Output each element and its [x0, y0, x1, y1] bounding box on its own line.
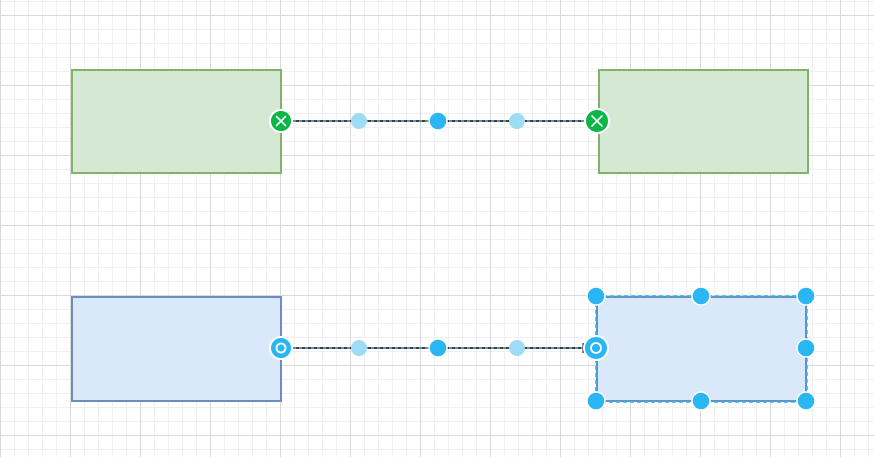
green-rect-left[interactable] — [71, 69, 282, 174]
resize-handle-icon[interactable] — [691, 391, 711, 411]
resize-handle-icon[interactable] — [586, 391, 606, 411]
blue-rect-left[interactable] — [71, 296, 282, 402]
o-ring-icon[interactable] — [269, 336, 293, 360]
dot-handle-icon[interactable] — [428, 338, 448, 358]
x-circle-icon[interactable] — [269, 109, 293, 133]
dot-handle-icon[interactable] — [428, 111, 448, 131]
resize-handle-icon[interactable] — [691, 286, 711, 306]
dot-handle-icon[interactable] — [351, 340, 367, 356]
o-ring-icon[interactable] — [583, 335, 609, 361]
x-circle-icon[interactable] — [584, 108, 610, 134]
resize-handle-icon[interactable] — [796, 338, 816, 358]
resize-handle-icon[interactable] — [796, 286, 816, 306]
selection-border — [595, 295, 808, 403]
dot-handle-icon[interactable] — [351, 113, 367, 129]
dot-handle-icon[interactable] — [509, 113, 525, 129]
resize-handle-icon[interactable] — [586, 286, 606, 306]
resize-handle-icon[interactable] — [796, 391, 816, 411]
green-rect-right[interactable] — [598, 69, 809, 174]
dot-handle-icon[interactable] — [509, 340, 525, 356]
